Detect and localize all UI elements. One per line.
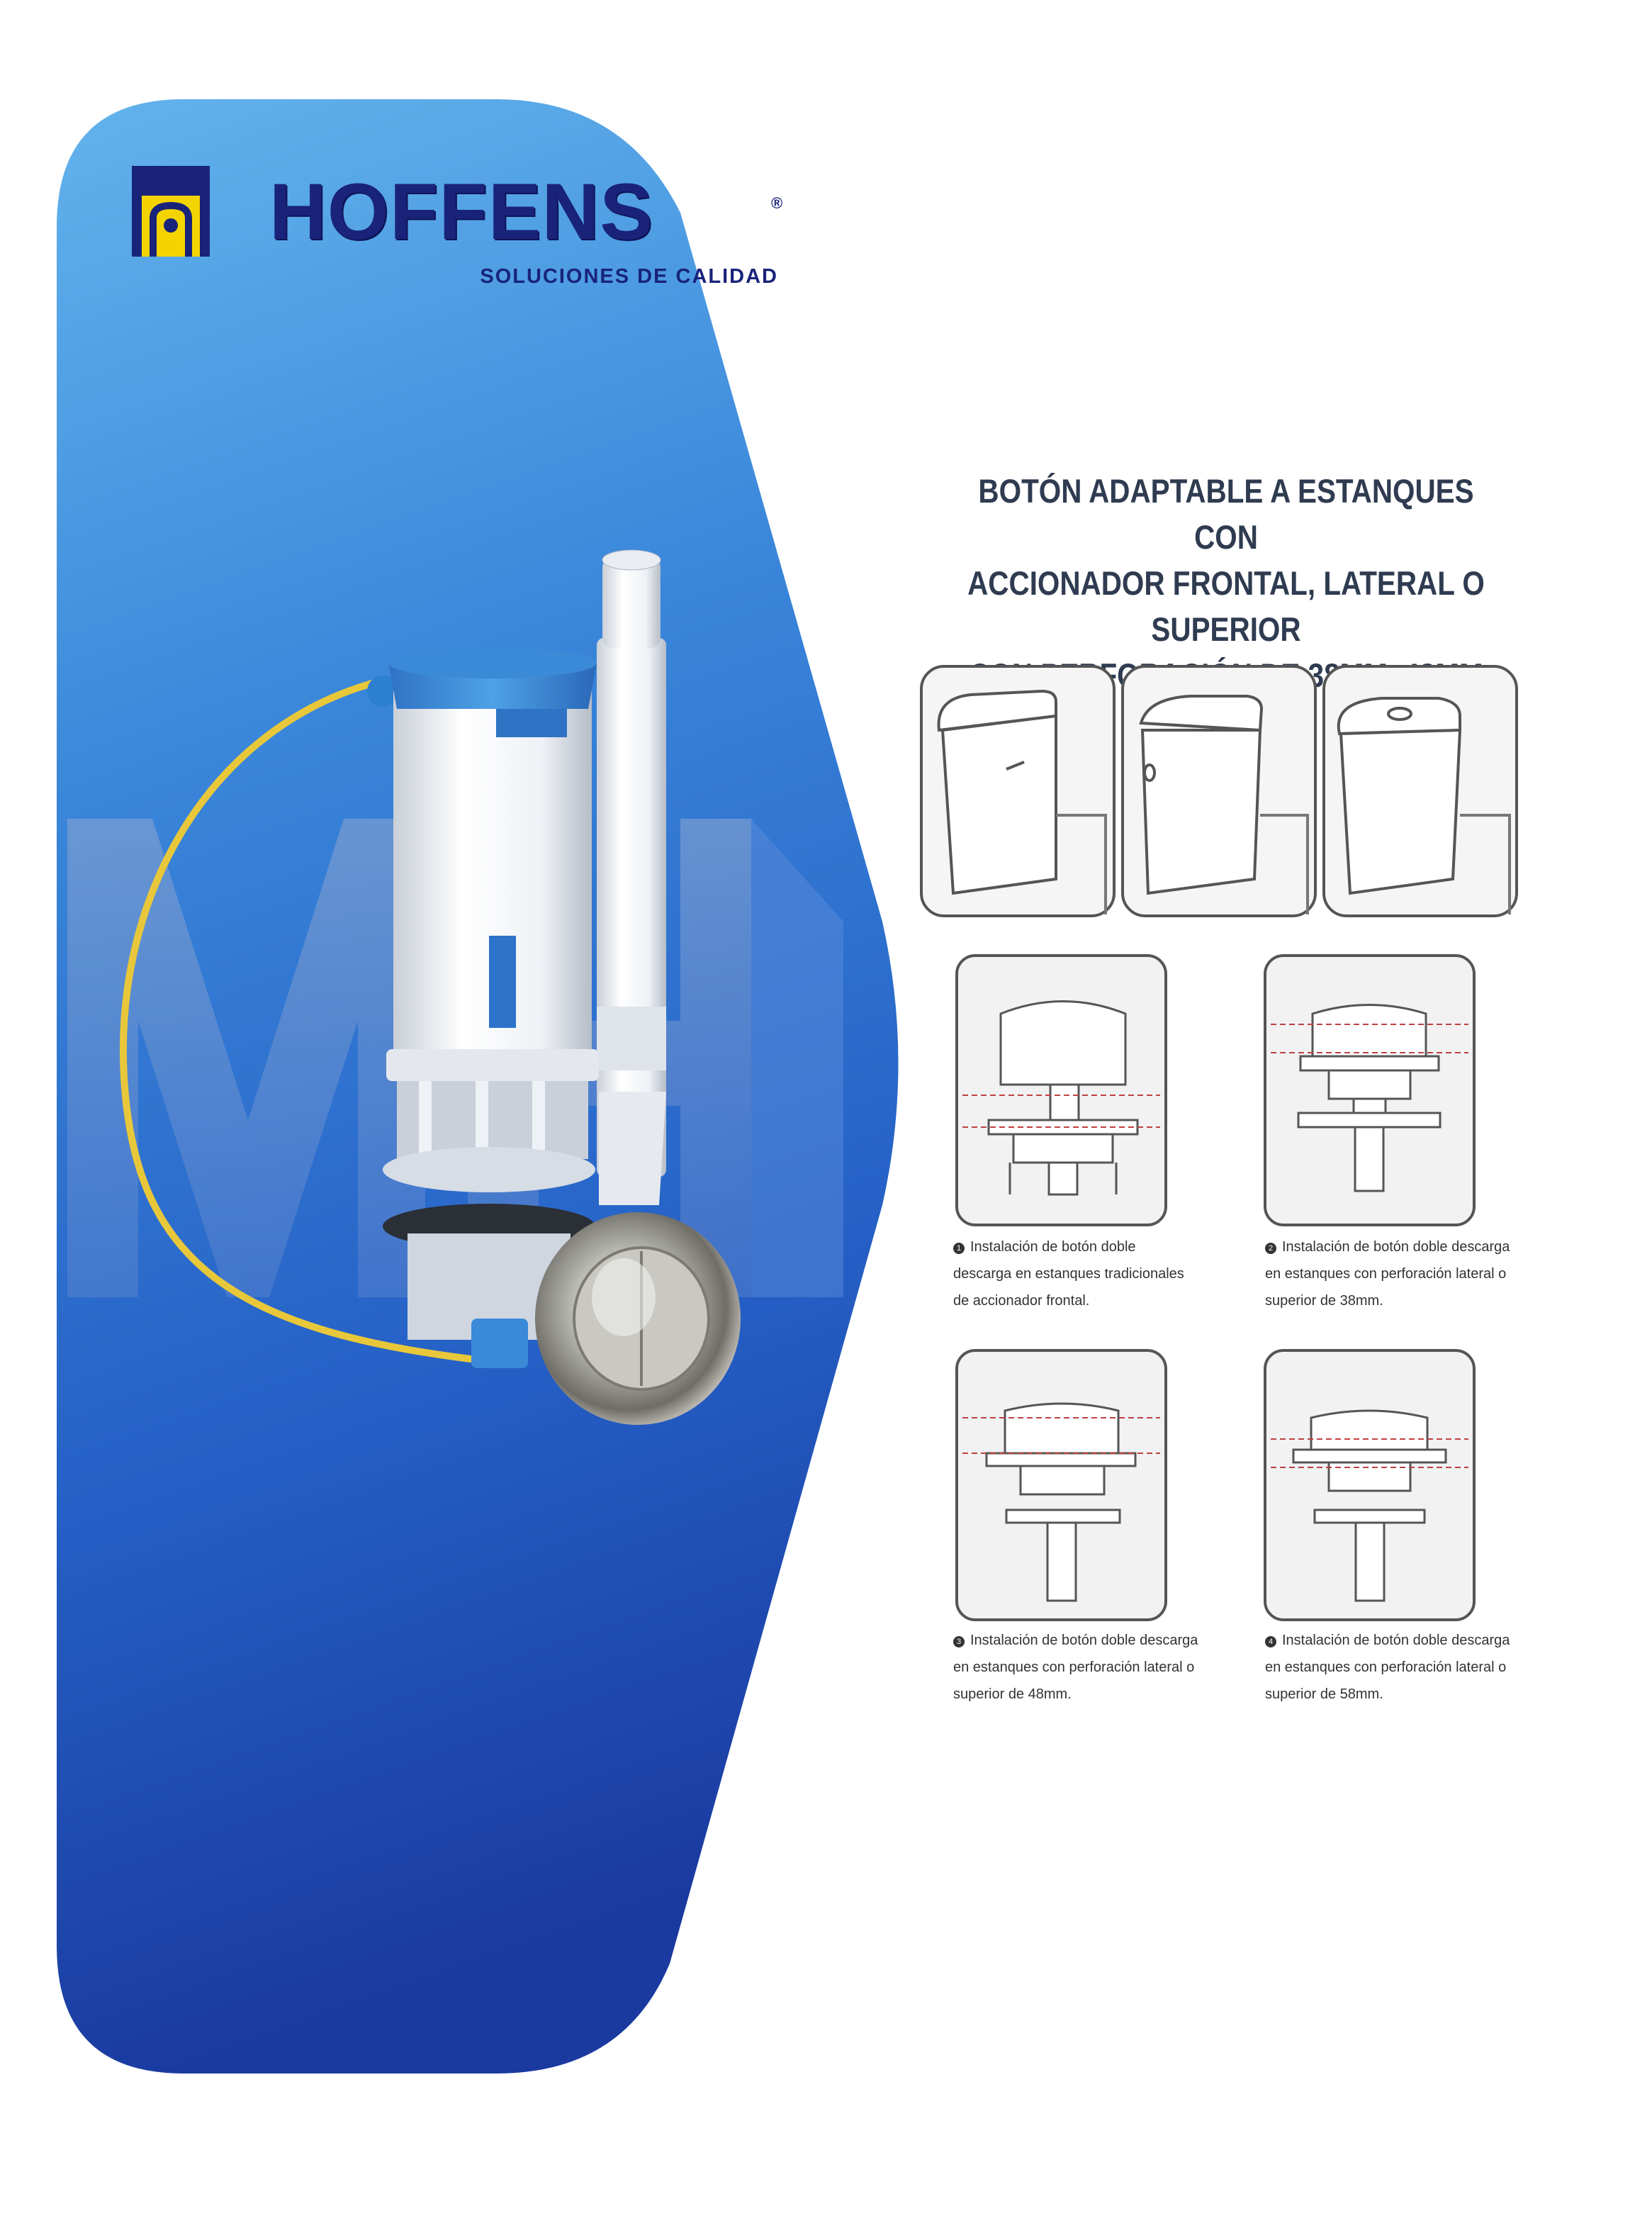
step-caption-2: 2 Instalación de botón doble descarga en …	[1265, 1233, 1534, 1314]
step-line: en estanques con perforación lateral o	[1265, 1660, 1507, 1675]
step-line: superior de 48mm.	[953, 1686, 1072, 1702]
step-number: 2	[1265, 1243, 1276, 1254]
step-line: en estanques con perforación lateral o	[953, 1660, 1195, 1675]
dual-flush-valve-icon	[119, 549, 741, 1425]
headline-line-1: BOTÓN ADAPTABLE A ESTANQUES CON	[978, 472, 1474, 556]
step-line: superior de 58mm.	[1265, 1686, 1383, 1702]
headline-line-3: CON PERFORACIÓN DE 38MM, 48MM O 58MM.	[969, 656, 1483, 740]
step-caption-4: 4 Instalación de botón doble descarga en …	[1265, 1627, 1534, 1708]
brand-logo: HOFFENS ® SOLUCIONES DE CALIDAD	[132, 160, 782, 302]
step-caption-1: 1 Instalación de botón doble descarga en …	[953, 1233, 1223, 1314]
step-number: 3	[953, 1636, 965, 1647]
step-line: superior de 38mm.	[1265, 1293, 1383, 1309]
brand-name: HOFFENS	[269, 167, 653, 256]
step-line: descarga en estanques tradicionales	[953, 1266, 1184, 1282]
watermark-accent	[751, 819, 843, 1297]
registered-mark: ®	[771, 194, 783, 212]
step-number: 1	[953, 1243, 965, 1254]
step-line: de accionador frontal.	[953, 1293, 1090, 1309]
step-line: en estanques con perforación lateral o	[1265, 1266, 1507, 1282]
step-caption-3: 3 Instalación de botón doble descarga en …	[953, 1627, 1223, 1708]
headline-line-2: ACCIONADOR FRONTAL, LATERAL O SUPERIOR	[967, 564, 1485, 648]
headline: BOTÓN ADAPTABLE A ESTANQUES CON ACCIONAD…	[958, 468, 1495, 744]
step-number: 4	[1265, 1636, 1276, 1647]
step-line: Instalación de botón doble descarga	[1282, 1239, 1510, 1255]
hoffens-h-mark-icon	[132, 166, 210, 257]
brand-tagline: SOLUCIONES DE CALIDAD	[480, 265, 778, 288]
step-line: Instalación de botón doble	[970, 1239, 1136, 1255]
step-line: Instalación de botón doble descarga	[970, 1633, 1198, 1648]
step-line: Instalación de botón doble descarga	[1282, 1633, 1510, 1648]
